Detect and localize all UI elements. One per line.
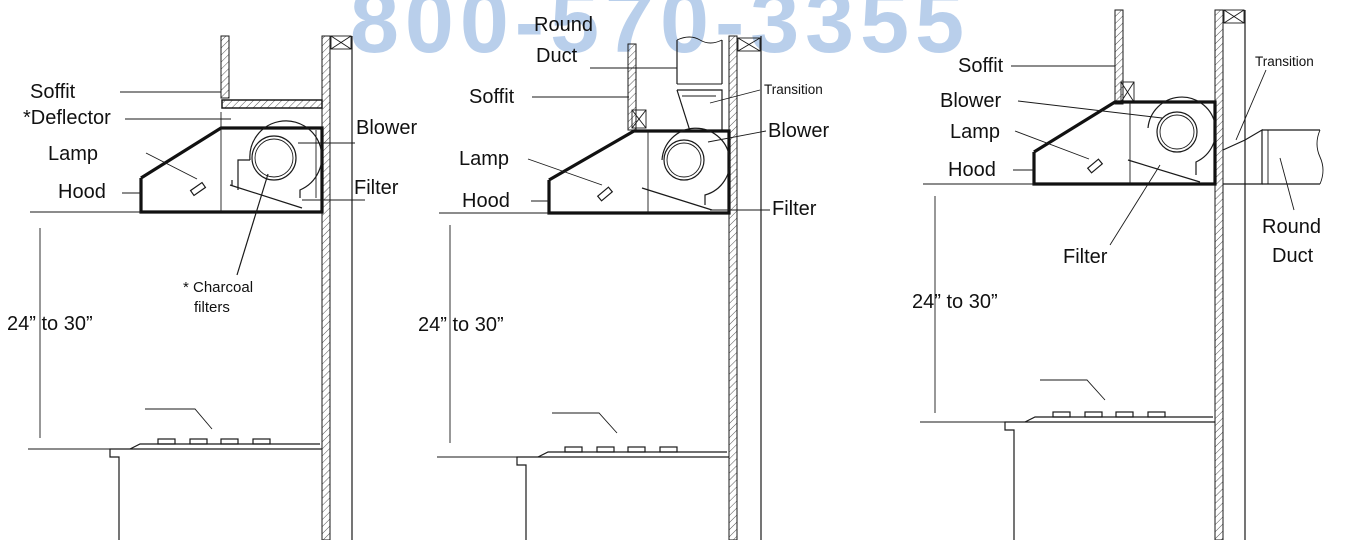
label-soffit: Soffit bbox=[30, 81, 76, 103]
hood-body bbox=[139, 126, 324, 214]
label-clearance: 24” to 30” bbox=[418, 314, 504, 336]
blower-housing bbox=[661, 127, 731, 205]
cooktop-surface bbox=[129, 443, 320, 450]
label-filter: Filter bbox=[1063, 246, 1108, 268]
soffit-wall bbox=[627, 43, 637, 131]
burner-knob bbox=[1052, 411, 1071, 418]
label-hood: Hood bbox=[948, 159, 996, 181]
label-lamp: Lamp bbox=[950, 121, 1000, 143]
label-filter: Filter bbox=[772, 198, 817, 220]
filter-plate bbox=[229, 184, 303, 209]
blower-wheel bbox=[251, 135, 297, 181]
label-charcoal-filters-2: filters bbox=[194, 299, 230, 316]
cooktop-cabinet bbox=[1004, 421, 1215, 540]
label-blower: Blower bbox=[356, 117, 417, 139]
stud-block bbox=[1223, 9, 1245, 24]
stud-block bbox=[330, 35, 352, 50]
burner-knob bbox=[252, 438, 271, 445]
transition-piece bbox=[677, 89, 723, 131]
blower-housing bbox=[1147, 96, 1217, 175]
filter-plate bbox=[641, 187, 713, 211]
soffit-wall bbox=[220, 35, 230, 99]
label-transition: Transition bbox=[764, 82, 823, 97]
label-round-duct-1: Round bbox=[1262, 216, 1321, 238]
label-clearance: 24” to 30” bbox=[7, 313, 93, 335]
label-soffit: Soffit bbox=[469, 86, 515, 108]
burner-knob bbox=[189, 438, 208, 445]
burner-knob bbox=[1147, 411, 1166, 418]
burner-knob bbox=[564, 446, 583, 453]
cooktop-cabinet bbox=[109, 448, 322, 540]
deflector-plate bbox=[221, 99, 323, 109]
label-round-duct-2: Duct bbox=[536, 45, 578, 67]
label-deflector: *Deflector bbox=[23, 107, 111, 129]
burner-knob bbox=[1084, 411, 1103, 418]
lamp-icon bbox=[596, 186, 614, 202]
burner-knob bbox=[157, 438, 176, 445]
stud-block bbox=[737, 37, 761, 52]
cooktop-cabinet bbox=[516, 456, 729, 540]
hood-body bbox=[547, 129, 731, 215]
phone-watermark: 800-570-3355 bbox=[350, 0, 970, 71]
label-transition: Transition bbox=[1255, 54, 1314, 69]
burner-knob bbox=[627, 446, 646, 453]
panel-1-non-ducted: Soffit *Deflector Lamp Hood Blower Filte… bbox=[7, 35, 417, 540]
cooktop-surface bbox=[537, 451, 727, 458]
wall-hatched bbox=[728, 35, 738, 540]
burner-knob bbox=[659, 446, 678, 453]
wall-hatched bbox=[321, 35, 331, 540]
label-round-duct-2: Duct bbox=[1272, 245, 1314, 267]
panel-2-vertical-duct: Round Duct Soffit Transition Blower Lamp… bbox=[418, 14, 829, 540]
lamp-icon bbox=[189, 181, 207, 197]
label-lamp: Lamp bbox=[48, 143, 98, 165]
label-clearance: 24” to 30” bbox=[912, 291, 998, 313]
label-hood: Hood bbox=[58, 181, 106, 203]
label-round-duct-1: Round bbox=[534, 14, 593, 36]
transition-piece bbox=[1222, 128, 1263, 185]
wall-hatched bbox=[1214, 9, 1224, 540]
filter-plate bbox=[1127, 159, 1201, 183]
lamp-icon bbox=[1086, 158, 1104, 174]
soffit-wall bbox=[1114, 9, 1124, 105]
cooktop-surface bbox=[1024, 416, 1213, 423]
label-soffit: Soffit bbox=[958, 55, 1004, 77]
label-lamp: Lamp bbox=[459, 148, 509, 170]
burner-knob bbox=[596, 446, 615, 453]
hood-body bbox=[1032, 100, 1217, 186]
label-filter: Filter bbox=[354, 177, 399, 199]
panel-3-horizontal-duct: Soffit Blower Lamp Hood Transition Filte… bbox=[912, 9, 1324, 540]
blower-housing bbox=[237, 120, 323, 198]
label-blower: Blower bbox=[768, 120, 829, 142]
blower-wheel bbox=[1156, 111, 1198, 153]
label-charcoal-filters-1: * Charcoal bbox=[183, 279, 253, 296]
blower-wheel bbox=[663, 139, 705, 181]
burner-knob bbox=[220, 438, 239, 445]
label-blower: Blower bbox=[940, 90, 1001, 112]
label-hood: Hood bbox=[462, 190, 510, 212]
burner-knob bbox=[1115, 411, 1134, 418]
